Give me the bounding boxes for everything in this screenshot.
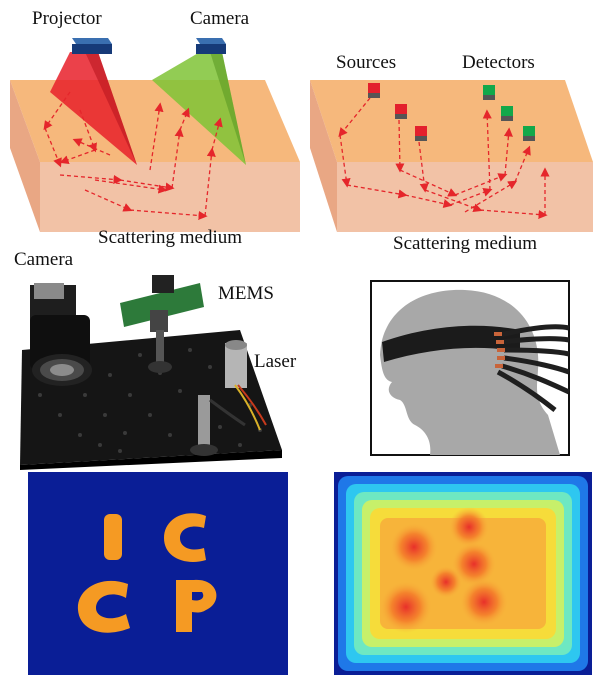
heatmap-reconstruction-image: [334, 472, 592, 675]
projector-label: Projector: [32, 8, 102, 29]
projector-device-icon: [72, 38, 112, 54]
heatmap-hotspot: [380, 581, 432, 633]
medium-side-face: [310, 80, 337, 232]
scattering-paths: [338, 97, 550, 220]
camera-device-icon: [196, 38, 226, 54]
medium-label: Scattering medium: [98, 227, 243, 248]
heatmap-hotspot: [390, 523, 438, 571]
head-probe-photo: [370, 280, 570, 456]
optode-connectors: [494, 332, 505, 368]
sources-detectors-svg: [310, 80, 593, 232]
projector-beam: [50, 52, 137, 165]
sources-detectors-diagram: Sources Detectors Scattering medium: [305, 0, 595, 262]
probe-headband: [382, 325, 520, 362]
breadboard-holes: [38, 348, 262, 453]
heatmap-svg: [338, 476, 588, 671]
projector-camera-diagram: Projector Camera Scattering medium: [0, 0, 300, 255]
head-probe-svg: [370, 280, 570, 456]
detector-icons: [483, 85, 535, 141]
heatmap-hotspot: [449, 507, 489, 547]
optical-setup-photo: Camera MEMS Laser: [0, 249, 300, 470]
iccp-reconstruction-image: [28, 472, 288, 675]
medium-front-face: [337, 162, 593, 232]
fiber-bundle: [496, 324, 570, 412]
laser-device-icon: [190, 340, 267, 456]
mems-board-icon: [120, 275, 204, 373]
optical-setup-svg: [20, 275, 282, 470]
scattering-paths: [43, 91, 223, 221]
sources-label: Sources: [336, 52, 397, 73]
letter-i-shape: [104, 514, 122, 560]
camera-label: Camera: [14, 249, 74, 270]
laser-label: Laser: [254, 351, 297, 372]
camera-label: Camera: [190, 8, 250, 29]
letter-c-top-shape: [164, 513, 206, 562]
heatmap-hotspot: [460, 578, 508, 626]
iccp-letters-svg: [77, 513, 217, 633]
mems-label: MEMS: [218, 283, 274, 304]
camera-device-icon: [30, 283, 92, 386]
medium-top-face: [310, 80, 593, 162]
letter-p-shape: [176, 579, 217, 632]
projector-camera-svg: [10, 38, 300, 232]
letter-c-bottom-shape: [77, 580, 130, 633]
source-icons: [368, 83, 427, 141]
medium-label: Scattering medium: [393, 233, 538, 254]
heatmap-hotspot: [452, 542, 496, 586]
heatmap-hotspot: [430, 566, 462, 598]
medium-front-face: [40, 162, 300, 232]
medium-side-face: [10, 80, 40, 232]
detectors-label: Detectors: [462, 52, 535, 73]
